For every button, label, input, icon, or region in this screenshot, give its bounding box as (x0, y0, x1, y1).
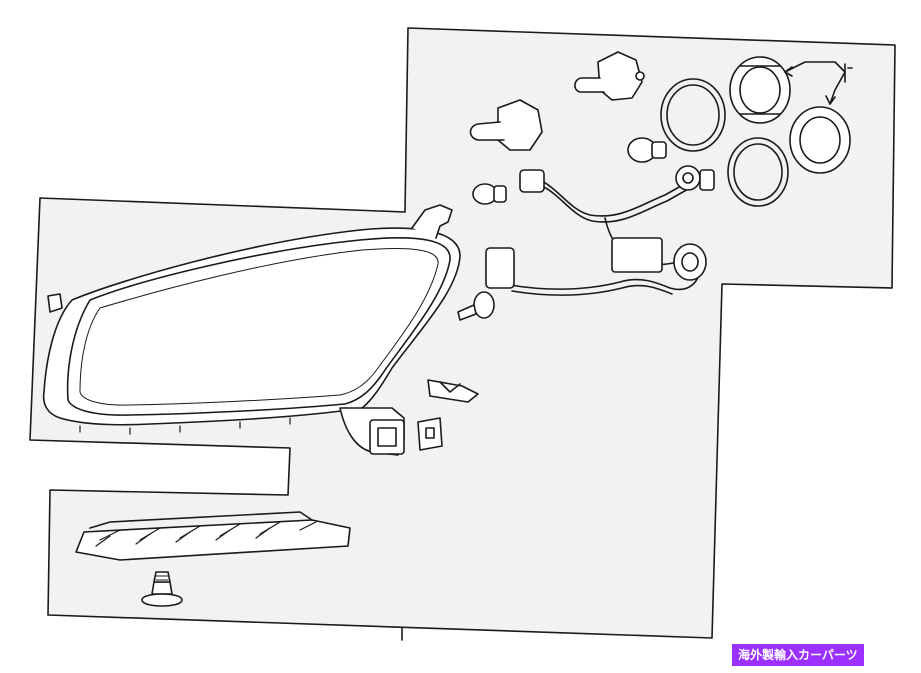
bulb-large-upper (574, 51, 645, 101)
headlamp-top-mount (411, 204, 453, 239)
harness-connectors (485, 165, 715, 289)
side-marker-lamp (75, 511, 351, 561)
headlamp-assembly (42, 204, 461, 456)
headlamp-side-bracket (47, 293, 63, 313)
bulb-socket-ring-upper (729, 56, 791, 124)
headlamp-connector-face (377, 427, 397, 447)
bulb-socket-ring-lower (789, 106, 851, 174)
headlamp-lens-inner (79, 248, 439, 406)
bulb-large-lower (469, 99, 543, 151)
trim-ring-large (660, 78, 726, 152)
headlamp-housing (42, 227, 461, 426)
headlamp-bottom-tabs (79, 417, 291, 435)
mounting-screw (141, 571, 183, 607)
bulb-small-left (472, 183, 507, 205)
bulb-small-center (627, 137, 667, 163)
retaining-clip (427, 379, 479, 403)
callout-arrows (784, 61, 853, 105)
headlamp-lens (66, 237, 451, 416)
trim-ring-lower (727, 137, 789, 207)
spring-clip (417, 417, 443, 451)
watermark-badge: 海外製輸入カーパーツ (732, 644, 864, 666)
push-pin-fastener (457, 291, 495, 321)
